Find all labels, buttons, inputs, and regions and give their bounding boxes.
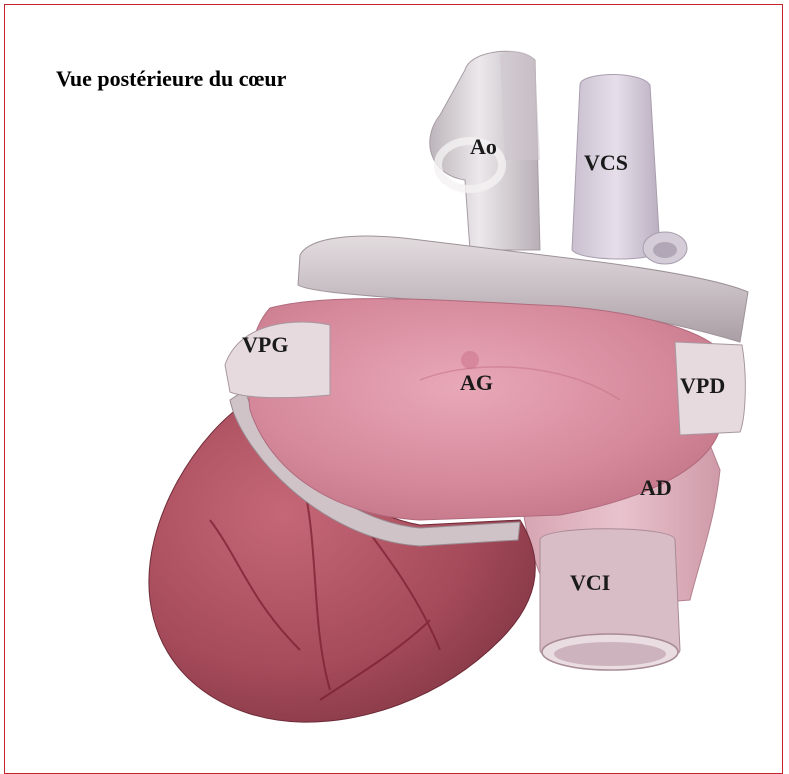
label-vcs: VCS — [584, 150, 628, 176]
label-ad: AD — [640, 475, 672, 501]
label-vpd: VPD — [680, 373, 725, 399]
label-vci: VCI — [570, 570, 610, 596]
label-ag: AG — [460, 370, 493, 396]
label-ao: Ao — [470, 134, 497, 160]
label-vpg: VPG — [242, 332, 288, 358]
vci-shape — [540, 529, 680, 670]
